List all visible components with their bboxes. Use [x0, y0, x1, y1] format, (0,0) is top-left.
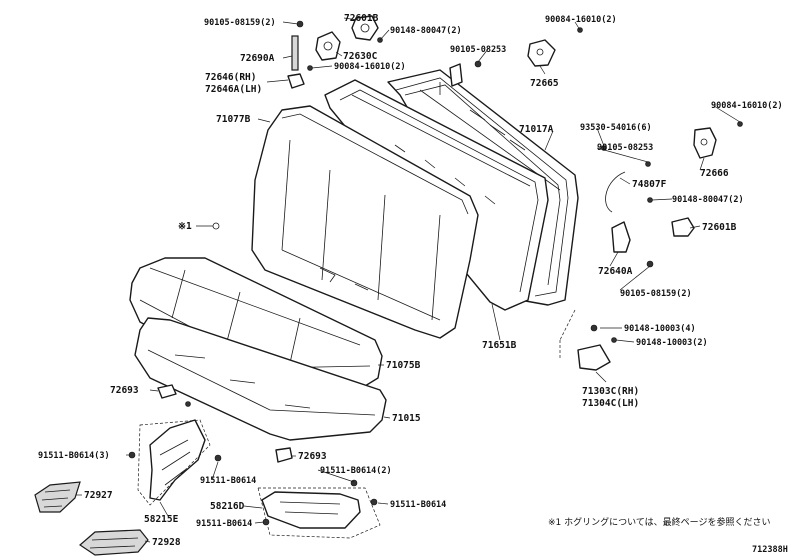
part-labels: 90105-08159(2) 72601B 90148-80047(2) 726… — [38, 13, 783, 548]
label-74807f: 74807F — [632, 179, 667, 190]
floor-pad-72928 — [79, 529, 149, 556]
seatback-cover-71077B — [251, 105, 479, 339]
label-91511-b0614-3: 91511-B0614(3) — [38, 451, 110, 461]
label-90148-80047-top: 90148-80047(2) — [390, 26, 462, 36]
floor-pad-72927 — [34, 481, 81, 513]
label-72693-center: 72693 — [298, 451, 327, 462]
label-90084-16010-r: 90084-16010(2) — [711, 101, 783, 111]
label-72646a-lh: 72646A(LH) — [205, 84, 262, 95]
label-58216d: 58216D — [210, 501, 245, 512]
label-71017a: 71017A — [519, 124, 554, 135]
leader-lines — [76, 17, 741, 543]
label-71015: 71015 — [392, 413, 421, 424]
cushion-pad-71015 — [134, 317, 387, 441]
label-72927: 72927 — [84, 490, 113, 501]
label-71077b: 71077B — [216, 114, 251, 125]
label-72601b-r: 72601B — [702, 222, 737, 233]
label-71304c-lh: 71304C(LH) — [582, 398, 639, 409]
footnote-hog-ring: ※1 ホグリングについては、最終ページを参照ください — [548, 516, 771, 528]
label-72630c: 72630C — [343, 51, 378, 62]
label-90084-16010-mid: 90084-16010(2) — [334, 62, 406, 72]
label-71651b: 71651B — [482, 340, 517, 351]
label-90148-10003-2: 90148-10003(2) — [636, 338, 708, 348]
label-91511-b0614-right: 91511-B0614 — [390, 500, 446, 510]
label-90148-10003-4: 90148-10003(4) — [624, 324, 696, 334]
hog-ring-marker: ※1 — [178, 221, 192, 232]
label-72665: 72665 — [530, 78, 559, 89]
label-58215e: 58215E — [144, 514, 179, 525]
label-71075b: 71075B — [386, 360, 421, 371]
label-91511-b0614-center: 91511-B0614 — [200, 476, 256, 486]
label-72693-left: 72693 — [110, 385, 139, 396]
small-parts — [128, 15, 743, 526]
label-90105-08253-top: 90105-08253 — [450, 45, 506, 55]
label-90084-16010-tr: 90084-16010(2) — [545, 15, 617, 25]
label-72640a: 72640A — [598, 266, 633, 277]
cushion-frame-58215E — [137, 419, 211, 506]
cushion-frame-58216D — [257, 487, 381, 539]
label-90105-08159-r: 90105-08159(2) — [620, 289, 692, 299]
label-71303c-rh: 71303C(RH) — [582, 386, 639, 397]
label-90148-80047-r: 90148-80047(2) — [672, 195, 744, 205]
figure-code: 712388H — [752, 545, 788, 555]
label-72928: 72928 — [152, 537, 181, 548]
label-72646-rh: 72646(RH) — [205, 72, 256, 83]
label-72666: 72666 — [700, 168, 729, 179]
label-72690a: 72690A — [240, 53, 275, 64]
label-72601b-top: 72601B — [344, 13, 379, 24]
label-90105-08253-r: 90105-08253 — [597, 143, 653, 153]
label-91511-b0614-2: 91511-B0614(2) — [320, 466, 392, 476]
label-93530-54016: 93530-54016(6) — [580, 123, 652, 133]
label-90105-08159-top: 90105-08159(2) — [204, 18, 276, 28]
label-91511-b0614-bottom: 91511-B0614 — [196, 519, 252, 529]
